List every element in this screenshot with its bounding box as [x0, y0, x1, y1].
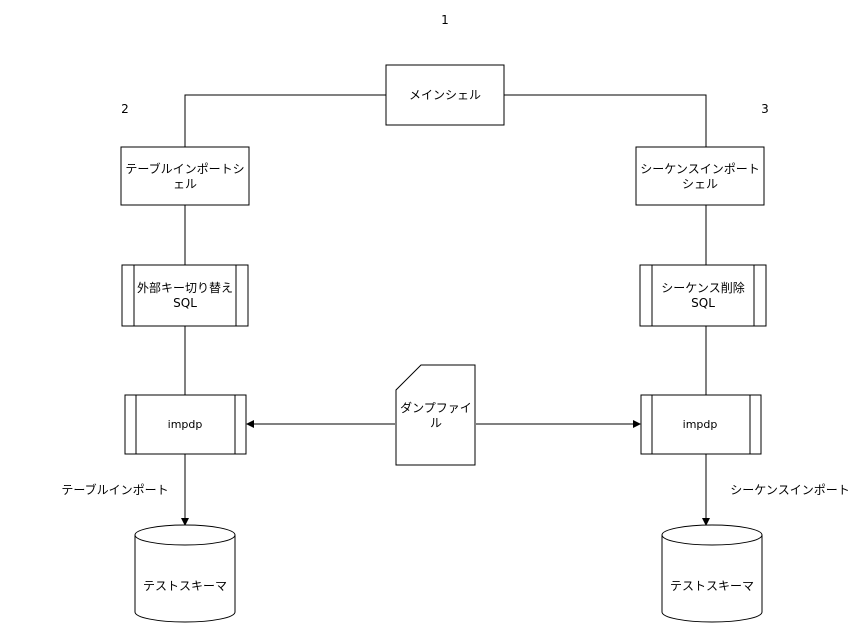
sequence-delete-sql-label-line2: SQL [691, 296, 715, 310]
test-schema-left-label: テストスキーマ [143, 579, 227, 593]
table-import-shell-label-line2: ェル [173, 177, 197, 191]
step-number-2: 2 [121, 102, 129, 116]
fk-switch-sql-label-line1: 外部キー切り替え [137, 280, 233, 295]
test-schema-left-node[interactable]: テストスキーマ [134, 524, 236, 623]
sequence-delete-sql-label-line1: シーケンス削除 [661, 280, 744, 295]
connector-main-to-table-shell [184, 94, 386, 147]
step-number-3: 3 [761, 102, 769, 116]
connector-main-to-sequence-shell [504, 94, 707, 147]
main-shell-label: メインシェル [409, 88, 481, 102]
sequence-import-shell-node[interactable]: シーケンスインポート シェル [635, 146, 765, 206]
dump-file-node[interactable]: ダンプファイ ル [395, 364, 476, 466]
table-import-shell-node[interactable]: テーブルインポートシ ェル [120, 146, 250, 206]
sequence-delete-sql-node[interactable]: シーケンス削除 SQL [639, 264, 767, 327]
impdp-left-node[interactable]: impdp [124, 394, 247, 455]
sequence-import-edge-label: シーケンスインポート [730, 483, 849, 497]
step-number-1: 1 [441, 13, 449, 27]
test-schema-right-node[interactable]: テストスキーマ [661, 524, 763, 623]
dump-file-label-line2: ル [430, 416, 442, 430]
impdp-left-label: impdp [168, 418, 203, 431]
sequence-import-shell-label-line1: シーケンスインポート [640, 162, 759, 176]
sequence-import-shell-label-line2: シェル [682, 177, 718, 191]
table-import-edge-label: テーブルインポート [61, 482, 168, 497]
fk-switch-sql-label-line2: SQL [173, 296, 197, 310]
fk-switch-sql-node[interactable]: 外部キー切り替え SQL [121, 264, 249, 327]
test-schema-right-label: テストスキーマ [670, 579, 754, 593]
main-shell-node[interactable]: メインシェル [385, 64, 505, 126]
impdp-right-node[interactable]: impdp [640, 394, 762, 455]
dump-file-label-line1: ダンプファイ [400, 400, 472, 415]
impdp-right-label: impdp [683, 418, 718, 431]
table-import-shell-label-line1: テーブルインポートシ [125, 161, 244, 176]
